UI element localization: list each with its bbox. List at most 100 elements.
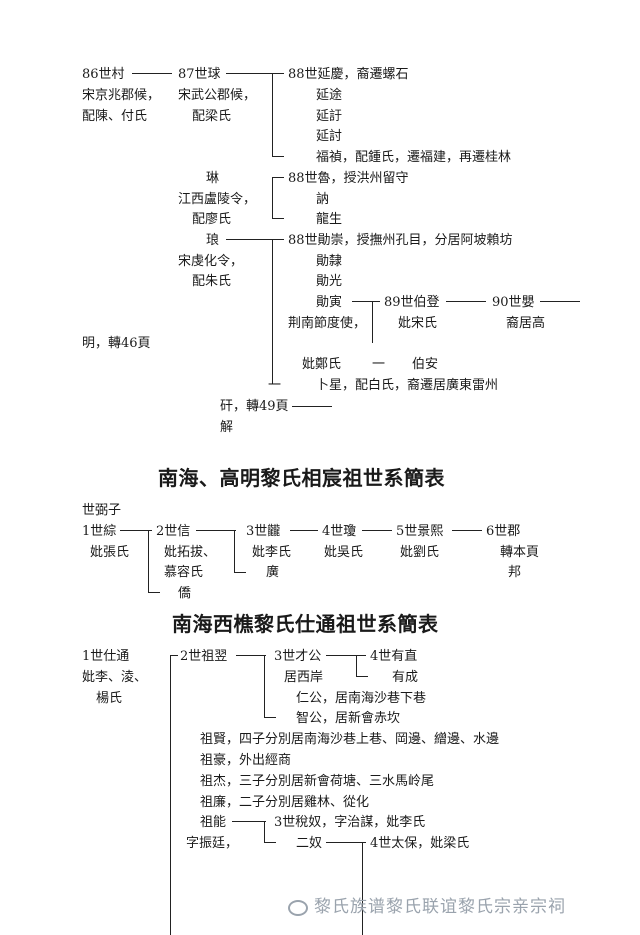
gen4-name: 4世瓊 <box>322 524 357 539</box>
connector <box>234 572 246 573</box>
gen88-xunchong: 88世勛崇，授撫州孔目，分居阿坡賴坊 <box>288 233 513 248</box>
lin-spouse: 配廖氏 <box>192 212 232 227</box>
gen87-spouse: 配梁氏 <box>192 109 232 124</box>
connector <box>170 655 178 656</box>
shibi-son: 世弼子 <box>82 503 122 518</box>
gen86-title: 宋京兆郡候， <box>82 88 161 103</box>
bracket <box>148 530 149 592</box>
gen4-taibao: 4世太保，妣梁氏 <box>370 836 470 851</box>
gen88-yanxu: 延訏 <box>316 109 343 124</box>
gen5-spouse: 妣劉氏 <box>400 545 440 560</box>
gen3-ernu: 二奴 <box>296 836 323 851</box>
gen88-ne: 訥 <box>316 192 330 207</box>
lang-title: 宋虔化令， <box>178 254 244 269</box>
gen3-spouse: 妣李氏 <box>252 545 292 560</box>
lin-title: 江西盧陵令， <box>178 192 257 207</box>
connector <box>292 406 332 407</box>
watermark-text: 黎氏族谱黎氏联谊黎氏宗亲宗祠 <box>314 897 566 917</box>
wechat-icon <box>288 899 308 916</box>
connector <box>272 73 284 74</box>
connector <box>132 73 172 74</box>
gen90-name: 90世嬰 <box>492 295 535 310</box>
gen87-title: 宋武公郡候， <box>178 88 257 103</box>
gen3-caigong: 3世才公 <box>274 649 322 664</box>
gen1-name: 1世綜 <box>82 524 117 539</box>
gen88-yantu: 延途 <box>316 88 343 103</box>
gen3-shuinu: 3世稅奴，字治謀，妣李氏 <box>274 815 426 830</box>
section2-title: 南海、高明黎氏相宸祖世系簡表 <box>158 466 445 490</box>
gen88-fuzhen: 福禎，配鍾氏，遷福建，再遷桂林 <box>316 150 512 165</box>
dash: 一 <box>268 378 282 393</box>
ming-note: 明，轉46頁 <box>82 336 151 351</box>
connector <box>226 239 284 240</box>
bracket <box>362 842 363 935</box>
gen86-name: 86世村 <box>82 67 125 82</box>
gen6-name: 6世郡 <box>486 524 521 539</box>
connector <box>362 530 392 531</box>
rengong: 仁公，居南海沙巷下巷 <box>296 691 427 706</box>
gen89-name: 89世伯登 <box>384 295 440 310</box>
connector <box>120 530 152 531</box>
gen4-youzhi: 4世有直 <box>370 649 418 664</box>
zhigong: 智公，居新會赤坎 <box>296 711 401 726</box>
zuneng-name: 祖能 <box>200 815 227 830</box>
gen6-bang: 邦 <box>508 565 522 580</box>
gen88-xunyin: 勛寅 <box>316 295 343 310</box>
connector <box>272 156 284 157</box>
boan-name: 伯安 <box>412 357 439 372</box>
gen88-yanqing: 88世延慶，裔遷螺石 <box>288 67 409 82</box>
jie-name: 解 <box>220 420 234 435</box>
gen2-name: 2世信 <box>156 524 191 539</box>
gen1-name: 1世仕通 <box>82 649 130 664</box>
gen90-note: 裔居高 <box>506 316 546 331</box>
gen88-yantao: 延討 <box>316 129 343 144</box>
zuhao: 祖豪，外出經商 <box>200 753 292 768</box>
buxing-name: 卜星，配白氏，裔遷居廣東雷州 <box>316 378 499 393</box>
bracket <box>264 821 265 843</box>
bracket <box>264 655 265 717</box>
connector <box>236 655 266 656</box>
zujie: 祖杰，三子分別居新會荷塘、三水馬岭尾 <box>200 774 435 789</box>
gen89-spouse: 妣宋氏 <box>398 316 438 331</box>
bracket <box>272 177 273 219</box>
bracket <box>356 655 357 677</box>
lin-name: 琳 <box>206 171 220 186</box>
connector <box>326 655 366 656</box>
zulian: 祖廉，二子分別居雞林、從化 <box>200 795 370 810</box>
gen88-xunli: 勛隸 <box>316 254 343 269</box>
gen2-spouse2: 慕容氏 <box>164 565 204 580</box>
connector <box>264 717 276 718</box>
gen3-caigong-residence: 居西岸 <box>284 670 324 685</box>
connector <box>148 592 160 593</box>
gen4-spouse: 妣吳氏 <box>324 545 364 560</box>
gen5-name: 5世景熙 <box>396 524 444 539</box>
section3-title: 南海西樵黎氏仕通祖世系簡表 <box>172 612 439 636</box>
connector <box>272 218 284 219</box>
watermark: 黎氏族谱黎氏联谊黎氏宗亲宗祠 <box>288 892 566 917</box>
yan-note: 矸，轉49頁 <box>220 399 289 414</box>
gen88-lu: 88世魯，授洪州留守 <box>288 171 409 186</box>
gen6-note: 轉本頁 <box>500 545 540 560</box>
zuneng-courtesy: 字振廷， <box>186 836 239 851</box>
gen3-guang: 廣 <box>266 565 280 580</box>
gen1-spouse: 妣張氏 <box>90 545 130 560</box>
bracket <box>272 239 273 384</box>
connector <box>452 530 482 531</box>
dash: 一 <box>372 357 386 372</box>
connector <box>326 842 366 843</box>
gen2-name: 2世祖翌 <box>180 649 228 664</box>
zheng-spouse: 妣鄭氏 <box>302 357 342 372</box>
connector <box>232 821 266 822</box>
zuxian: 祖賢，四子分別居南海沙巷上巷、岡邊、繒邊、水邊 <box>200 732 500 747</box>
gen3-name: 3世龖 <box>246 524 281 539</box>
gen2-spouse: 妣拓拔、 <box>164 545 217 560</box>
connector <box>356 676 368 677</box>
lang-spouse: 配朱氏 <box>192 274 232 289</box>
gen87-name: 87世球 <box>178 67 221 82</box>
gen88-xunyin-title: 荆南節度使， <box>288 316 367 331</box>
connector <box>196 530 236 531</box>
bracket <box>272 73 273 157</box>
connector <box>264 842 276 843</box>
gen88-longsheng: 龍生 <box>316 212 343 227</box>
connector <box>272 177 284 178</box>
